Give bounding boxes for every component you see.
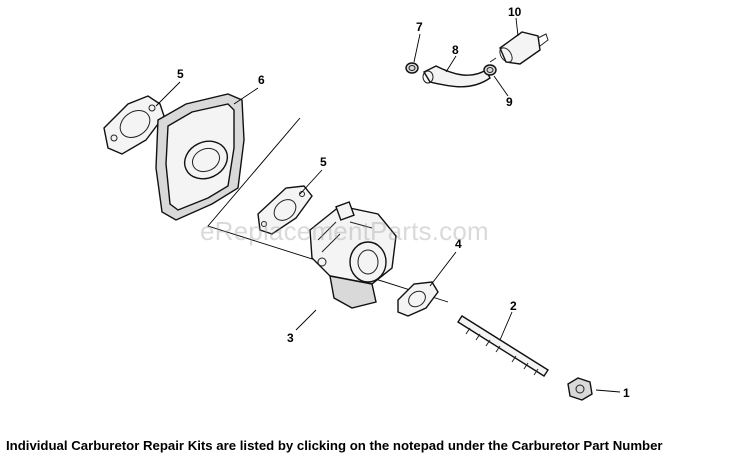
part-housing-plate[interactable] bbox=[155, 93, 245, 221]
part-carburetor[interactable] bbox=[309, 201, 397, 309]
callout-5-middle: 5 bbox=[320, 155, 327, 169]
leader-lines bbox=[155, 17, 621, 393]
callout-2: 2 bbox=[510, 299, 517, 313]
callout-7: 7 bbox=[416, 20, 423, 34]
footer-note: Individual Carburetor Repair Kits are li… bbox=[6, 438, 663, 453]
callout-5-upper: 5 bbox=[177, 67, 184, 81]
callout-6: 6 bbox=[258, 73, 265, 87]
part-clamp-right[interactable] bbox=[483, 64, 497, 76]
watermark: eReplacementParts.com bbox=[200, 216, 489, 246]
callout-1: 1 bbox=[623, 386, 630, 400]
callout-10: 10 bbox=[508, 5, 522, 19]
callout-3: 3 bbox=[287, 331, 294, 345]
part-nut[interactable] bbox=[567, 377, 593, 401]
part-clamp-left[interactable] bbox=[405, 62, 419, 74]
part-stud[interactable] bbox=[457, 315, 549, 377]
part-fuel-filter[interactable] bbox=[489, 31, 549, 65]
callout-9: 9 bbox=[506, 95, 513, 109]
part-gasket-upper[interactable] bbox=[103, 95, 165, 155]
parts-diagram: 5 6 5 3 4 2 1 7 8 9 10 bbox=[103, 5, 630, 401]
part-gasket-small[interactable] bbox=[397, 281, 439, 317]
callout-8: 8 bbox=[452, 43, 459, 57]
callout-4: 4 bbox=[455, 237, 462, 251]
part-fuel-line[interactable] bbox=[422, 65, 491, 88]
